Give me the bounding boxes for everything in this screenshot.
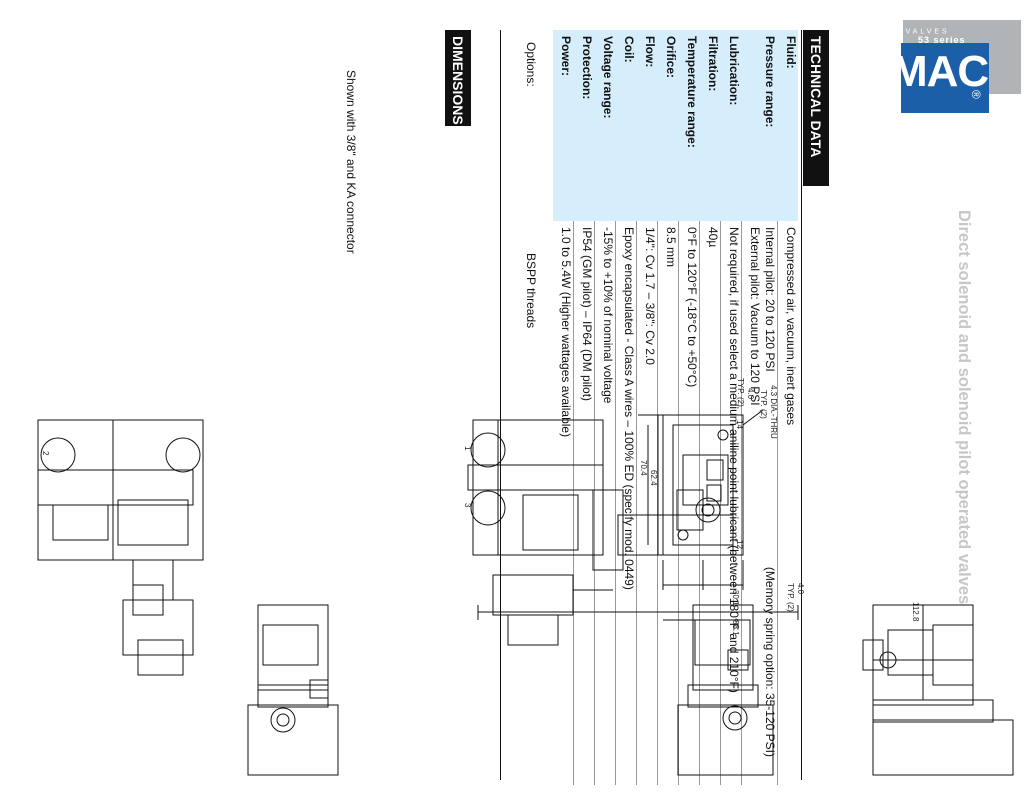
dim-label-4-0-lower: 4.0 bbox=[796, 583, 805, 595]
port-label-3: 3 bbox=[463, 503, 472, 508]
dim-label-hole-typ: TYP. (2) bbox=[759, 390, 768, 419]
dim-label-62-4: 62.4 bbox=[649, 470, 658, 486]
valve-side-view-1 bbox=[862, 604, 1014, 776]
dim-label-30-1: 30.1 bbox=[731, 590, 740, 606]
valve-bottom-view bbox=[37, 419, 204, 676]
dim-label-112-8: 112.8 bbox=[911, 602, 920, 622]
valve-side-view-2 bbox=[677, 604, 774, 776]
valve-side-view-3 bbox=[247, 604, 339, 776]
port-label-2: 2 bbox=[41, 451, 50, 456]
port-label-12: 12 bbox=[735, 540, 744, 549]
valve-front-view bbox=[467, 419, 799, 646]
dim-label-38-1: 38.1 bbox=[731, 620, 740, 636]
dim-label-4-0: 4.0 bbox=[746, 388, 755, 400]
dim-label-70-4: 70.4 bbox=[639, 460, 648, 476]
dim-label-hole: 4.3 DIA.-THRU bbox=[769, 385, 778, 439]
dim-label-4-0-typ: TYP. (2) bbox=[736, 378, 745, 407]
port-label-1: 1 bbox=[463, 446, 472, 451]
dim-label-4-0-lower-typ: TYP. (2) bbox=[786, 583, 795, 612]
port-label-14: 14 bbox=[735, 420, 744, 429]
